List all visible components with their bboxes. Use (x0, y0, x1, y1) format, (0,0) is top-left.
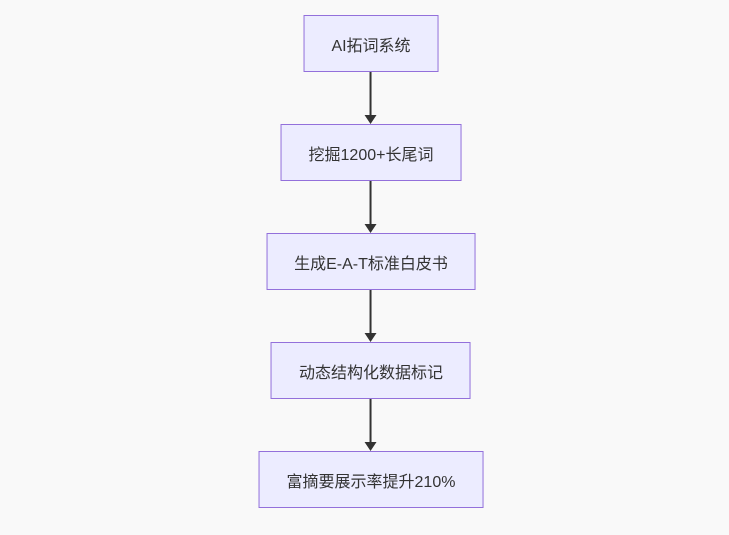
flow-node-label: 富摘要展示率提升210% (286, 473, 456, 491)
flow-node-label: AI拓词系统 (331, 37, 411, 55)
flow-arrow-n3-n4 (365, 290, 377, 342)
flow-arrow-n4-n5 (365, 399, 377, 451)
flow-node-n1: AI拓词系统 (303, 15, 439, 72)
flow-node-n3: 生成E-A-T标准白皮书 (266, 233, 476, 290)
flow-node-label: 挖掘1200+长尾词 (308, 146, 434, 164)
arrowhead-down-icon (365, 442, 377, 451)
arrow-shaft (370, 290, 372, 334)
arrowhead-down-icon (365, 224, 377, 233)
flow-node-n4: 动态结构化数据标记 (270, 342, 471, 399)
flow-arrow-n1-n2 (365, 72, 377, 124)
arrowhead-down-icon (365, 333, 377, 342)
flow-node-label: 生成E-A-T标准白皮书 (294, 255, 448, 273)
flow-node-n2: 挖掘1200+长尾词 (280, 124, 462, 181)
flow-node-n5: 富摘要展示率提升210% (258, 451, 484, 508)
arrowhead-down-icon (365, 115, 377, 124)
flow-node-label: 动态结构化数据标记 (298, 364, 443, 382)
flowchart: AI拓词系统挖掘1200+长尾词生成E-A-T标准白皮书动态结构化数据标记富摘要… (258, 15, 484, 508)
arrow-shaft (370, 181, 372, 225)
arrow-shaft (370, 72, 372, 116)
flow-arrow-n2-n3 (365, 181, 377, 233)
arrow-shaft (370, 399, 372, 443)
